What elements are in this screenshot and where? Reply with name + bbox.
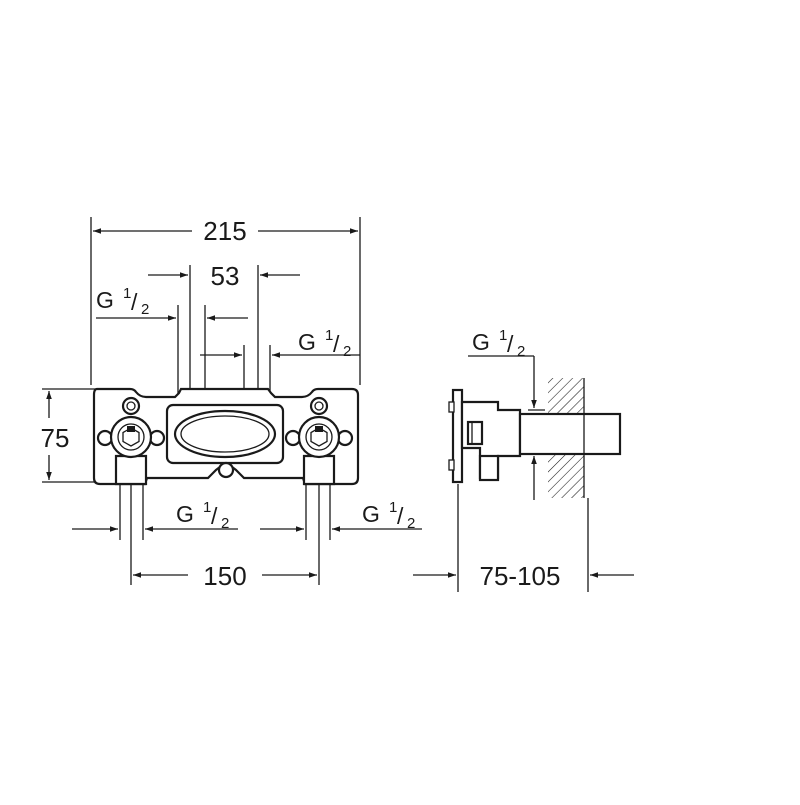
- front-view: 215 53 G 1 / 2 G 1 / 2: [41, 216, 422, 591]
- thread-numerator: 1: [203, 499, 211, 516]
- right-valve-ring: [305, 423, 333, 451]
- thread-prefix: G: [298, 329, 316, 355]
- right-valve-hex: [310, 427, 328, 447]
- left-valve-hex: [122, 427, 140, 447]
- thread-label-top-left: G 1 / 2: [96, 285, 149, 318]
- right-ear-left: [284, 429, 302, 447]
- left-top-screw-inner: [126, 401, 136, 411]
- right-ear-right: [336, 429, 354, 447]
- left-ear-right: [148, 429, 166, 447]
- wall-hatch-bottom: [548, 452, 584, 498]
- center-oval: [173, 409, 277, 459]
- thread-slash: /: [333, 331, 340, 357]
- thread-denominator: 2: [141, 301, 149, 318]
- thread-prefix: G: [176, 501, 194, 527]
- thread-slash: /: [131, 289, 138, 315]
- right-valve-nut: [315, 426, 323, 432]
- left-valve-ring: [117, 423, 145, 451]
- side-valve-nut: [466, 420, 484, 446]
- thread-prefix: G: [96, 287, 114, 313]
- thread-label-bottom-right: G 1 / 2: [362, 499, 415, 532]
- wall-hatch-top: [548, 378, 584, 414]
- dim-150-label: 150: [203, 561, 246, 591]
- dim-215-label: 215: [203, 216, 246, 246]
- center-screw-hole: [217, 461, 235, 479]
- thread-slash: /: [507, 331, 514, 357]
- side-extension-sleeve: [518, 412, 622, 456]
- thread-numerator: 1: [499, 327, 507, 344]
- right-valve-body: [297, 415, 341, 459]
- left-valve-nut: [127, 426, 135, 432]
- dim-53-label: 53: [211, 261, 240, 291]
- thread-numerator: 1: [325, 327, 333, 344]
- thread-denominator: 2: [407, 515, 415, 532]
- thread-label-side: G 1 / 2: [472, 327, 525, 360]
- side-plate-tab-bottom: [448, 459, 455, 471]
- center-oval-inner: [180, 415, 270, 453]
- side-view: G 1 / 2 75-105: [413, 327, 634, 592]
- thread-denominator: 2: [221, 515, 229, 532]
- right-top-screw: [309, 396, 329, 416]
- thread-slash: /: [211, 503, 218, 529]
- right-top-screw-inner: [314, 401, 324, 411]
- thread-denominator: 2: [343, 343, 351, 360]
- left-valve-body: [109, 415, 153, 459]
- left-top-screw: [121, 396, 141, 416]
- right-valve-port: [284, 396, 354, 486]
- right-outlet-stem: [302, 454, 336, 486]
- thread-denominator: 2: [517, 343, 525, 360]
- left-valve-port: [96, 396, 166, 486]
- thread-numerator: 1: [389, 499, 397, 516]
- side-outlet: [478, 454, 500, 482]
- thread-label-right: G 1 / 2: [298, 327, 351, 360]
- side-plate-tab-top: [448, 401, 455, 413]
- thread-numerator: 1: [123, 285, 131, 302]
- thread-slash: /: [397, 503, 404, 529]
- dim-75-105-label: 75-105: [480, 561, 561, 591]
- dim-75-label: 75: [41, 423, 70, 453]
- left-outlet-stem: [114, 454, 148, 486]
- thread-prefix: G: [472, 329, 490, 355]
- thread-prefix: G: [362, 501, 380, 527]
- thread-label-bottom-left: G 1 / 2: [176, 499, 229, 532]
- left-ear-left: [96, 429, 114, 447]
